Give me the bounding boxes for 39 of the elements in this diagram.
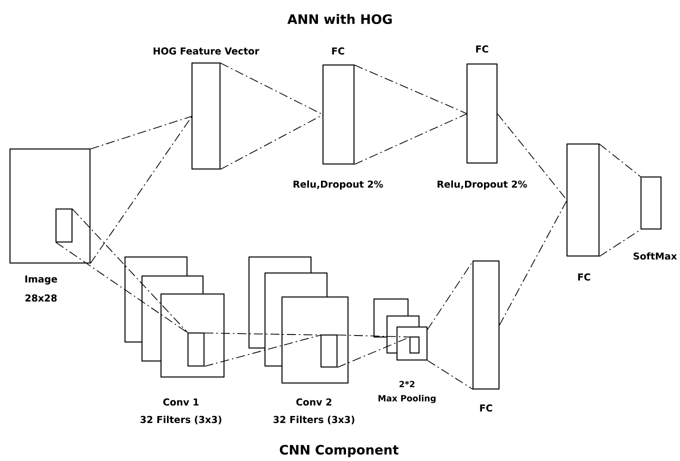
layer-caption: 32 Filters (3x3): [274, 416, 354, 424]
connector-line: [497, 113, 568, 201]
layer-caption: 32 Filters (3x3): [140, 416, 222, 424]
connector-line: [499, 200, 568, 326]
layer-box: [320, 334, 338, 368]
layer-caption: 2*2: [400, 380, 414, 388]
layer-caption: Image: [25, 276, 58, 284]
layer-box: [56, 208, 72, 242]
connector-line: [204, 332, 322, 336]
connector-line: [204, 334, 322, 367]
connector-line: [56, 242, 188, 334]
connector-line: [599, 144, 642, 178]
layer-caption: Conv 1: [163, 398, 199, 406]
connector-line: [220, 62, 324, 116]
connector-line: [354, 113, 468, 165]
diagram-caption: CNN Component: [280, 444, 399, 458]
layer-box: [188, 332, 204, 366]
connector-line: [72, 208, 188, 334]
layer-label: FC: [480, 404, 492, 412]
layer-caption: Relu,Dropout 2%: [294, 180, 383, 190]
diagram-title: ANN with HOG: [287, 14, 392, 24]
layer-label: FC: [332, 47, 344, 55]
layer-caption: SoftMax: [634, 252, 677, 260]
layer-caption: Relu,Dropout 2%: [438, 180, 527, 190]
connector-line: [354, 64, 468, 114]
layer-caption: Max Pooling: [378, 394, 436, 404]
connector-line: [90, 116, 192, 150]
layer-caption: Conv 2: [296, 398, 332, 406]
connector-line: [599, 229, 642, 257]
connector-line: [220, 114, 324, 170]
connector-line: [427, 260, 474, 330]
connector-line: [427, 360, 474, 390]
layer-label: FC: [578, 273, 590, 281]
layer-caption: 28x28: [25, 294, 57, 302]
layer-box: [410, 336, 420, 354]
connector-line: [90, 116, 192, 264]
connector-line: [337, 334, 410, 338]
layer-label: FC: [476, 45, 488, 53]
layer-label: HOG Feature Vector: [154, 47, 260, 55]
